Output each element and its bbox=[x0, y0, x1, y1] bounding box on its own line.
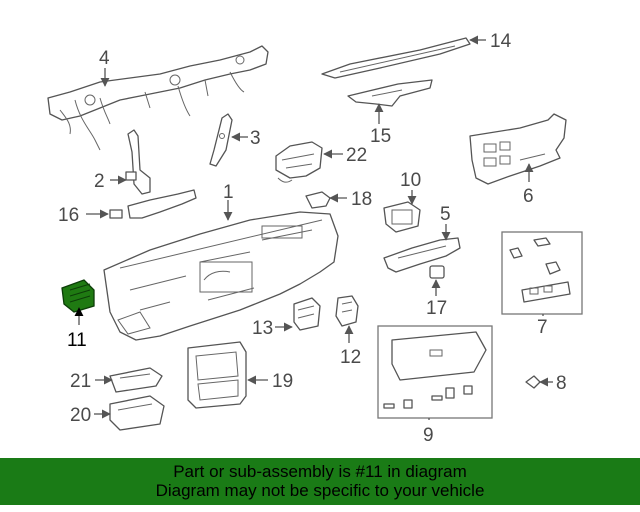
part-14-top-panel[interactable] bbox=[321, 37, 471, 79]
part-1-instrument-panel[interactable] bbox=[103, 211, 339, 341]
info-banner: Part or sub-assembly is #11 in diagram D… bbox=[0, 458, 640, 505]
part-21-bracket[interactable] bbox=[109, 367, 163, 393]
part-18-clip[interactable] bbox=[305, 191, 331, 209]
callout-12[interactable]: 12 bbox=[340, 347, 361, 368]
part-15-small-panel[interactable] bbox=[347, 79, 433, 107]
banner-line-2: Diagram may not be specific to your vehi… bbox=[155, 481, 485, 500]
part-19-bezel-frame[interactable] bbox=[187, 341, 247, 409]
callout-4[interactable]: 4 bbox=[99, 48, 110, 69]
callout-20[interactable]: 20 bbox=[70, 405, 91, 426]
callout-9[interactable]: 9 bbox=[423, 425, 434, 446]
part-6-right-lower-panel[interactable] bbox=[469, 113, 567, 185]
callout-5[interactable]: 5 bbox=[440, 204, 451, 225]
part-10-vent[interactable] bbox=[383, 201, 421, 233]
callout-15[interactable]: 15 bbox=[370, 126, 391, 147]
part-22-center-bracket[interactable] bbox=[275, 141, 323, 183]
part-12-vent[interactable] bbox=[335, 295, 359, 327]
part-5-center-lower-panel[interactable] bbox=[383, 237, 461, 273]
exploded-parts-diagram: 1 2 3 4 5 6 7 8 9 10 11 12 13 14 15 16 1… bbox=[47, 31, 583, 446]
part-2-brace[interactable] bbox=[125, 129, 151, 195]
part-7-switch-group[interactable] bbox=[501, 231, 583, 315]
callout-19[interactable]: 19 bbox=[272, 371, 293, 392]
callout-17[interactable]: 17 bbox=[426, 298, 447, 319]
part-4-reinforcement-frame[interactable] bbox=[47, 45, 269, 151]
callout-3[interactable]: 3 bbox=[250, 128, 261, 149]
part-9-glove-box-group[interactable] bbox=[377, 325, 493, 419]
part-16-left-trim-strip[interactable] bbox=[109, 189, 197, 219]
part-17-small-cap[interactable] bbox=[429, 265, 445, 279]
callout-8[interactable]: 8 bbox=[556, 373, 567, 394]
part-3-bracket[interactable] bbox=[209, 113, 233, 167]
callout-6[interactable]: 6 bbox=[523, 186, 534, 207]
callout-7[interactable]: 7 bbox=[537, 317, 548, 338]
callout-16[interactable]: 16 bbox=[58, 205, 79, 226]
callout-21[interactable]: 21 bbox=[70, 371, 91, 392]
banner-line-1: Part or sub-assembly is #11 in diagram bbox=[173, 462, 467, 481]
part-11-left-vent-highlighted[interactable] bbox=[61, 279, 95, 313]
callout-2[interactable]: 2 bbox=[94, 171, 105, 192]
callout-18[interactable]: 18 bbox=[351, 189, 372, 210]
callout-22[interactable]: 22 bbox=[346, 145, 367, 166]
callout-13[interactable]: 13 bbox=[252, 318, 273, 339]
callout-10[interactable]: 10 bbox=[400, 170, 421, 191]
callout-labels: 1 2 3 4 5 6 7 8 9 10 11 12 13 14 15 16 1… bbox=[58, 31, 567, 446]
callout-11-highlighted[interactable]: 11 bbox=[67, 330, 87, 351]
callout-1[interactable]: 1 bbox=[223, 182, 234, 203]
leader-lines bbox=[74, 35, 553, 420]
part-8-clip[interactable] bbox=[525, 375, 541, 389]
part-13-vent[interactable] bbox=[293, 297, 321, 331]
part-20-box[interactable] bbox=[109, 395, 165, 431]
callout-14[interactable]: 14 bbox=[490, 31, 512, 52]
